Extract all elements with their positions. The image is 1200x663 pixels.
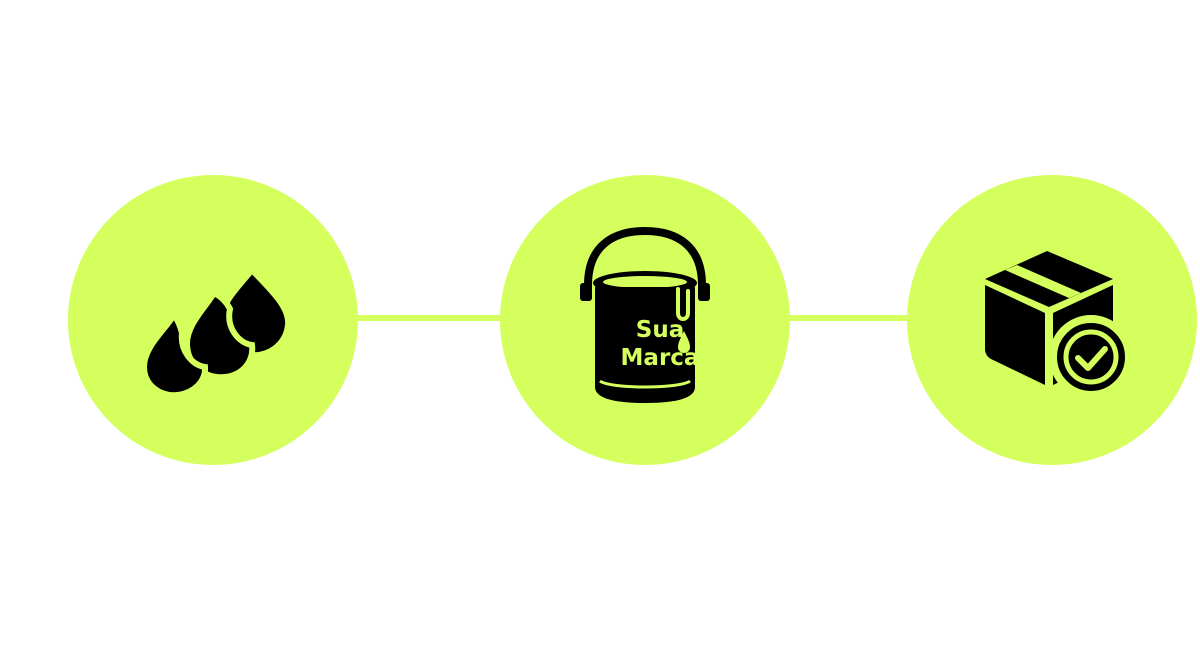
step-circle-paint-can: Sua Marca xyxy=(500,175,790,465)
step-circle-box-check xyxy=(907,175,1197,465)
box-check-icon xyxy=(985,251,1133,399)
paint-can-icon xyxy=(580,226,710,403)
step-circle-drops xyxy=(68,175,358,465)
connector-line-1 xyxy=(356,315,504,321)
can-label-line-2: Marca xyxy=(620,345,700,371)
can-label: Sua Marca xyxy=(600,316,720,372)
can-label-line-1: Sua xyxy=(635,317,685,343)
connector-line-2 xyxy=(786,315,912,321)
drops-icon xyxy=(140,265,292,399)
